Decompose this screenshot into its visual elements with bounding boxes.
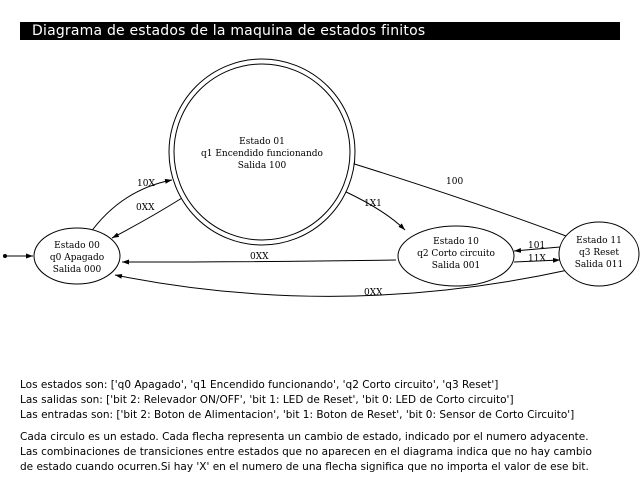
edge-q2-q3 xyxy=(513,257,561,263)
edge-label-q0-q1: 10X xyxy=(137,179,155,189)
transitions xyxy=(87,161,569,297)
note-line-3: de estado cuando ocurren.Si hay 'X' en e… xyxy=(20,461,589,473)
state-q0-line1: Estado 00 xyxy=(54,241,100,251)
state-q2: Estado 10 q2 Corto circuito Salida 001 xyxy=(397,225,515,287)
edge-label-q2-q3: 11X xyxy=(528,254,546,264)
edge-q3-q2 xyxy=(513,246,561,253)
entradas-text: Las entradas son: ['bit 2: Boton de Alim… xyxy=(20,409,575,421)
state-q0: Estado 00 q0 Apagado Salida 000 xyxy=(33,227,121,285)
edge-q1-q2 xyxy=(341,189,406,231)
edge-q1-q0 xyxy=(111,197,183,239)
edge-label-q3-q0: 0XX xyxy=(364,288,383,298)
state-q3-line3: Salida 011 xyxy=(575,260,623,270)
state-q3-line1: Estado 11 xyxy=(576,236,622,246)
estados-text: Los estados son: ['q0 Apagado', 'q1 Ence… xyxy=(20,379,499,391)
edge-label-q1-q0: 0XX xyxy=(136,203,155,213)
state-q2-line1: Estado 10 xyxy=(433,237,479,247)
edge-label-q3-q1: 100 xyxy=(446,177,463,187)
edge-label-q2-q0: 0XX xyxy=(250,252,269,262)
state-q1-line1: Estado 01 xyxy=(239,137,285,147)
state-q2-line3: Salida 001 xyxy=(432,261,480,271)
edge-q2-q0 xyxy=(121,259,397,265)
edge-q3-q0 xyxy=(114,269,569,297)
edge-q3-q1 xyxy=(347,161,567,237)
start-dot xyxy=(3,254,7,258)
state-q2-line2: q2 Corto circuito xyxy=(417,249,495,259)
state-q1-line3: Salida 100 xyxy=(238,161,287,171)
state-diagram: 10X 0XX 1X1 100 101 11X 0XX 0XX Estado 0… xyxy=(3,58,640,298)
note-line-1: Cada circulo es un estado. Cada flecha r… xyxy=(20,431,589,443)
state-q3-line2: q3 Reset xyxy=(579,248,619,258)
state-q0-line3: Salida 000 xyxy=(53,265,102,275)
state-q1-line2: q1 Encendido funcionando xyxy=(201,149,323,159)
edge-label-q3-q2: 101 xyxy=(528,241,545,251)
diagram-title: Diagrama de estados de la maquina de est… xyxy=(32,23,426,39)
salidas-text: Las salidas son: ['bit 2: Relevador ON/O… xyxy=(20,394,514,406)
edge-label-q1-q2: 1X1 xyxy=(364,199,382,209)
description-gap xyxy=(20,423,638,430)
start-arrow xyxy=(3,253,33,259)
state-q0-line2: q0 Apagado xyxy=(50,253,104,263)
note-line-2: Las combinaciones de transiciones entre … xyxy=(20,446,592,458)
title-bar: Diagrama de estados de la maquina de est… xyxy=(20,22,620,40)
state-q1: Estado 01 q1 Encendido funcionando Salid… xyxy=(168,58,356,246)
description-block: Los estados son: ['q0 Apagado', 'q1 Ence… xyxy=(20,378,638,475)
edge-q0-q1 xyxy=(87,178,173,237)
state-q3: Estado 11 q3 Reset Salida 011 xyxy=(558,221,640,287)
